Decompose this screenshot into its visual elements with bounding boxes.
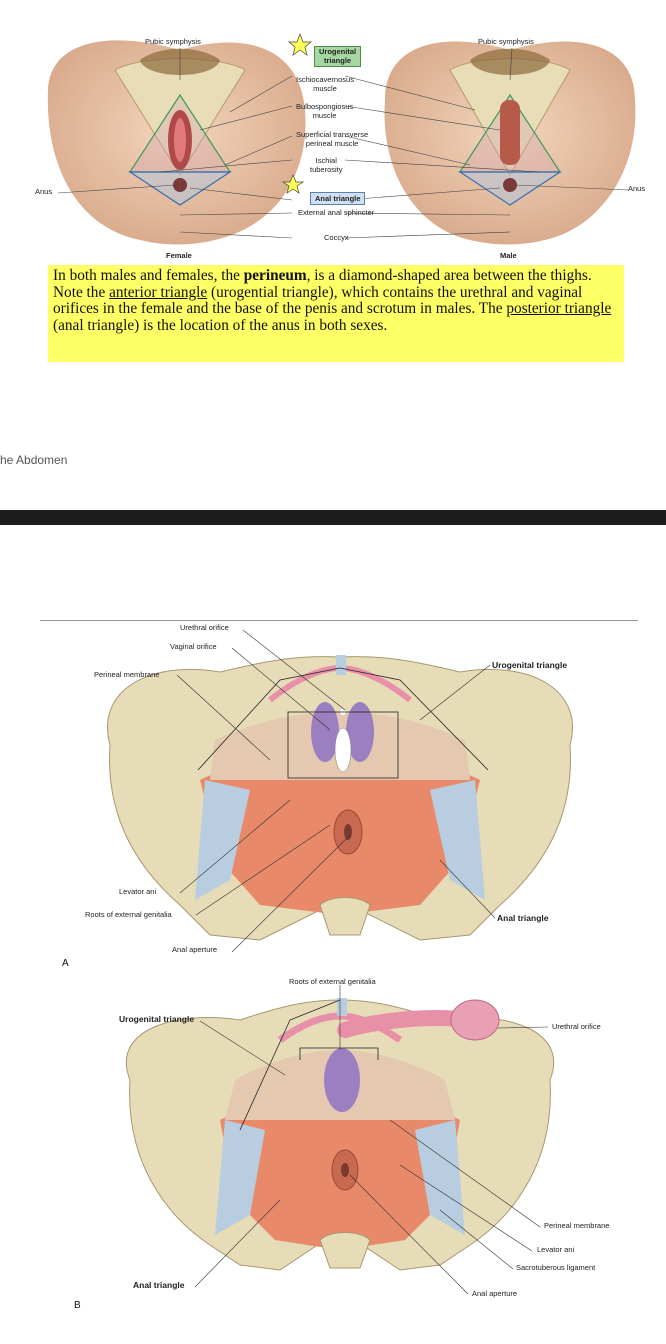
label-b-levator-ani: Levator ani bbox=[537, 1245, 575, 1254]
panel-b-pelvis bbox=[125, 998, 555, 1271]
caption-text: , is a diamond-shaped area between the t… bbox=[53, 267, 592, 301]
label-a-urogenital-triangle: Urogenital triangle bbox=[492, 660, 568, 670]
label-b-perineal-membrane: Perineal membrane bbox=[544, 1221, 610, 1230]
label-external-anal-sphincter: External anal sphincter bbox=[298, 208, 375, 217]
label-b-anal-triangle: Anal triangle bbox=[133, 1280, 185, 1290]
label-anus-male: Anus bbox=[628, 184, 646, 193]
label-male: Male bbox=[500, 251, 517, 260]
label-coccyx: Coccyx bbox=[324, 233, 349, 242]
caption-box: In both males and females, the perineum,… bbox=[48, 265, 624, 362]
panel-letter-b: B bbox=[74, 1300, 81, 1311]
star-icon bbox=[281, 174, 305, 194]
label-b-urogenital-triangle: Urogenital triangle bbox=[119, 1014, 195, 1024]
caption-text: (anal triangle) is the location of the a… bbox=[53, 316, 388, 334]
caption-text: In both males and females, the bbox=[53, 267, 244, 284]
caption-bold-term: perineum bbox=[243, 267, 307, 284]
panel-a-leader-lines bbox=[176, 629, 496, 953]
panel-letter-a: A bbox=[62, 958, 69, 969]
slide-footer-text: he Abdomen bbox=[0, 453, 68, 467]
label-anal-triangle: Anal triangle bbox=[310, 192, 366, 205]
label-female: Female bbox=[166, 251, 192, 260]
caption-underline-posterior: posterior triangle bbox=[506, 300, 612, 317]
label-pubic-symphysis-female: Pubic symphysis bbox=[145, 37, 201, 46]
label-b-sacrotuberous-ligament: Sacrotuberous ligament bbox=[516, 1263, 596, 1272]
label-a-roots-external-genitalia: Roots of external genitalia bbox=[85, 910, 172, 919]
label-pubic-symphysis-male: Pubic symphysis bbox=[478, 37, 534, 46]
panel-b-leader-lines bbox=[194, 985, 549, 1295]
male-figure bbox=[384, 41, 636, 245]
label-a-levator-ani: Levator ani bbox=[119, 887, 157, 896]
leader-lines bbox=[57, 47, 629, 239]
slide-divider-band bbox=[0, 510, 666, 525]
label-ischial-tuberosity: Ischial tuberosity bbox=[310, 156, 343, 174]
label-b-anal-aperture: Anal aperture bbox=[472, 1289, 518, 1298]
caption-text: (urogential triangle), which contains th… bbox=[53, 283, 583, 317]
label-a-vaginal-orifice: Vaginal orifice bbox=[170, 642, 217, 651]
horizontal-rule bbox=[40, 620, 638, 621]
female-figure bbox=[47, 40, 306, 245]
label-anus-female: Anus bbox=[35, 187, 53, 196]
perineum-illustration bbox=[47, 33, 636, 245]
label-a-anal-triangle: Anal triangle bbox=[497, 913, 549, 923]
label-bulbospongiosus: Bulbospongiosus muscle bbox=[296, 102, 354, 120]
label-urogenital-triangle: Urogenital triangle bbox=[314, 46, 362, 68]
label-a-perineal-membrane: Perineal membrane bbox=[94, 670, 160, 679]
label-a-urethral-orifice: Urethral orifice bbox=[180, 623, 229, 632]
panel-a-pelvis bbox=[107, 655, 573, 941]
caption-underline-anterior: anterior triangle bbox=[109, 283, 208, 301]
label-a-anal-aperture: Anal aperture bbox=[172, 945, 218, 954]
label-ischiocavernosus: Ischiocavernosus muscle bbox=[296, 75, 354, 93]
label-b-roots-external-genitalia: Roots of external genitalia bbox=[289, 977, 376, 986]
star-icon bbox=[288, 33, 312, 56]
label-b-urethral-orifice: Urethral orifice bbox=[552, 1022, 601, 1031]
label-superficial-transverse: Superficial transverse perineal muscle bbox=[296, 130, 369, 148]
